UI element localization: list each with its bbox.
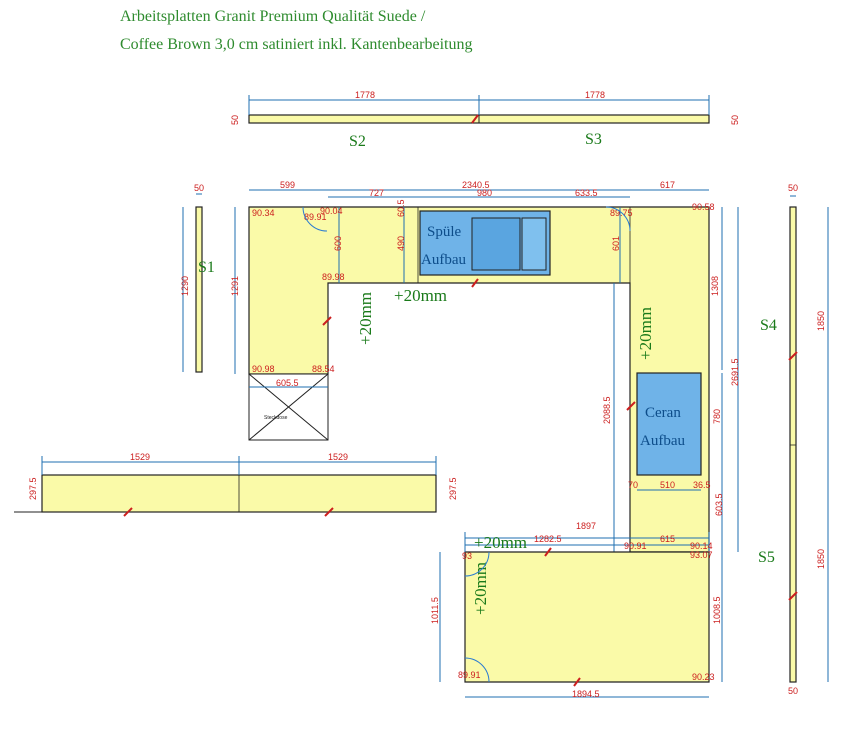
strip-s4-s5-body — [789, 206, 797, 683]
angle-10: 89.91 — [458, 670, 481, 680]
cooktop-cutout — [636, 372, 702, 476]
edge-note-left: +20mm — [356, 292, 375, 345]
label-s2: S2 — [349, 133, 366, 150]
cooktop-label-2: Aufbau — [640, 433, 685, 449]
angle-9: 93 — [462, 551, 472, 561]
dim-1897: 1897 — [576, 521, 596, 531]
dim-510: 510 — [660, 480, 675, 490]
dim-s2-length: 1778 — [355, 90, 375, 100]
drawing-title-line-2: Coffee Brown 3,0 cm satiniert inkl. Kant… — [120, 36, 473, 53]
dim-left-strip-h1: 297.5 — [28, 477, 38, 500]
dim-left-strip-a: 1529 — [130, 452, 150, 462]
bottom-slab: 1897 1282.5 615 1011.5 1008.5 1894.5 +20… — [430, 521, 723, 699]
dim-s3-length: 1778 — [585, 90, 605, 100]
dim-2691: 2691.5 — [730, 358, 740, 386]
dim-s1-length: 1290 — [180, 276, 190, 296]
appliance-note: Steckdose — [264, 415, 288, 421]
angle-12: 90.23 — [692, 672, 715, 682]
dim-s2-depth: 50 — [230, 115, 240, 125]
main-worktop: Spüle Aufbau Ceran Aufbau 599 727 2340.5… — [230, 180, 740, 553]
drawing-title-line-1: Arbeitsplatten Granit Premium Qualität S… — [120, 8, 426, 25]
label-s1: S1 — [198, 259, 215, 276]
dim-600: 600 — [333, 236, 343, 251]
sink-label-1: Spüle — [427, 224, 462, 240]
joint-markers — [123, 114, 798, 687]
dim-70: 70 — [628, 480, 638, 490]
angle-11: 90.91 — [624, 541, 647, 551]
dim-s4-length: 1850 — [816, 311, 826, 331]
dim-36-5: 36.5 — [693, 480, 711, 490]
dim-601: 601 — [611, 236, 621, 251]
angle-3: 90.04 — [320, 206, 343, 216]
strip-s4-s5: 50 1850 1850 50 S4 S5 — [758, 183, 829, 696]
dim-s5-length: 1850 — [816, 549, 826, 569]
appliance-box: Steckdose 605.5 — [248, 373, 329, 441]
strip-s2-s3: 1778 1778 50 50 S2 S3 — [230, 90, 740, 150]
dim-left-1291: 1291 — [230, 276, 240, 296]
dim-top-2340: 2340.5 — [462, 180, 490, 190]
dim-s5-depth: 50 — [788, 686, 798, 696]
label-s3: S3 — [585, 131, 602, 148]
dim-1282: 1282.5 — [534, 534, 562, 544]
dim-top-617: 617 — [660, 180, 675, 190]
dim-s4-depth: 50 — [788, 183, 798, 193]
dim-1894: 1894.5 — [572, 689, 600, 699]
dim-s1-depth: 50 — [194, 183, 204, 193]
edge-note-bottom-left: +20mm — [471, 562, 490, 615]
dim-1011: 1011.5 — [430, 597, 440, 624]
dim-2088: 2088.5 — [602, 396, 612, 424]
dim-top-980: 980 — [477, 188, 492, 198]
dim-615: 615 — [660, 534, 675, 544]
dim-left-strip-b: 1529 — [328, 452, 348, 462]
dim-1008: 1008.5 — [712, 596, 722, 624]
dim-top-633: 633.5 — [575, 188, 598, 198]
label-s4: S4 — [760, 317, 777, 334]
dim-top-599: 599 — [280, 180, 295, 190]
dim-490: 490 — [396, 236, 406, 251]
label-s5: S5 — [758, 549, 775, 566]
dim-top-727: 727 — [369, 188, 384, 198]
strip-s1: 50 1290 S1 — [180, 183, 215, 373]
angle-13: 90.14 — [690, 541, 713, 551]
edge-note-right: +20mm — [636, 307, 655, 360]
dim-s3-depth: 50 — [730, 115, 740, 125]
angle-2: 89.91 — [304, 212, 327, 222]
dim-603: 603.5 — [714, 493, 724, 516]
angle-1: 90.34 — [252, 208, 275, 218]
dim-605: 605.5 — [276, 378, 299, 388]
dim-60-5: 60.5 — [396, 199, 406, 217]
strip-s1-body — [195, 206, 203, 373]
angle-6: 88.54 — [312, 364, 335, 374]
angle-4: 89.98 — [322, 272, 345, 282]
dim-780: 780 — [712, 409, 722, 424]
angle-8: 90.58 — [692, 202, 715, 212]
edge-note-bottom-top: +20mm — [474, 533, 527, 552]
angle-5: 90.98 — [252, 364, 275, 374]
dim-left-strip-h2: 297.5 — [448, 477, 458, 500]
cooktop-label-1: Ceran — [645, 405, 681, 421]
bottom-slab-body — [464, 551, 710, 683]
dim-1308: 1308 — [710, 276, 720, 296]
edge-note-top: +20mm — [394, 286, 447, 305]
angle-14: 93.07 — [690, 550, 713, 560]
sink-label-2: Aufbau — [421, 252, 466, 268]
left-strip: 1529 1529 297.5 297.5 — [14, 452, 458, 513]
